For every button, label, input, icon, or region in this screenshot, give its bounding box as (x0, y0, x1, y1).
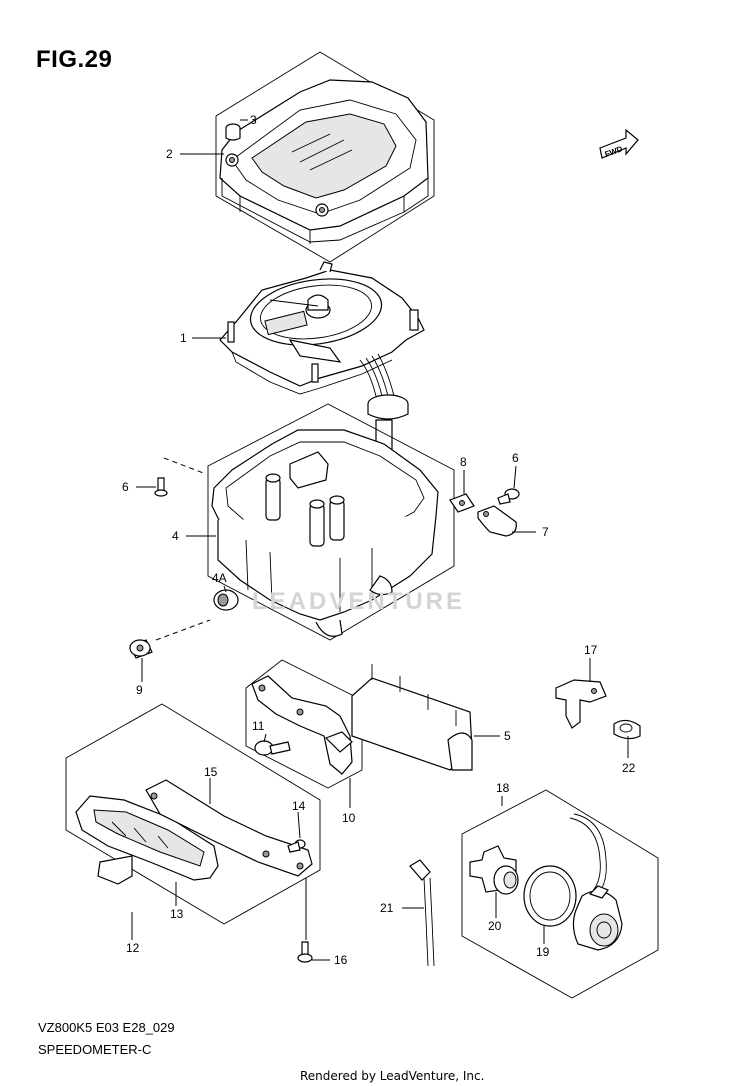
indicator-bracket-part (145, 779, 313, 877)
cover-group-box (215, 51, 435, 263)
callout-9: 8 (460, 455, 467, 469)
grommet-part (225, 123, 241, 141)
clamp-bracket-18-part (555, 679, 607, 729)
callout-8: 7 (542, 525, 549, 539)
screw-12-part (254, 740, 291, 756)
callout-16: 15 (204, 765, 218, 779)
holder-21-part (469, 845, 519, 895)
indicator-lens-part (75, 795, 219, 885)
callout-23: 22 (622, 761, 636, 775)
callout-15: 14 (292, 799, 306, 813)
meter-cover-part (219, 79, 429, 244)
case-cushion-part (213, 589, 239, 611)
screw-7-part (497, 488, 520, 505)
callout-17: 16 (334, 953, 348, 967)
socket-19-part (569, 813, 623, 951)
callout-13: 12 (126, 941, 140, 955)
callout-18: 17 (584, 643, 598, 657)
bolt-10-part (129, 619, 211, 659)
callout-14: 13 (170, 907, 184, 921)
plate-9-part (449, 493, 475, 513)
screw-17-part (297, 941, 313, 963)
clamp-23-part (613, 719, 641, 740)
callout-4a: 4A (212, 571, 227, 585)
callout-6: 6 (122, 480, 129, 494)
bracket-11-part (245, 659, 363, 789)
callout-19: 18 (496, 781, 510, 795)
lamp-group-box (65, 703, 321, 925)
screw-15-part (287, 839, 306, 853)
speedometer-unit-part (219, 261, 425, 395)
cover-plate-5-part (351, 664, 473, 771)
callout-10: 9 (136, 683, 143, 697)
callout-5: 5 (504, 729, 511, 743)
fwd-arrow-icon: FWD (599, 128, 639, 159)
callout-12: 11 (252, 719, 265, 733)
callout-1: 1 (180, 331, 187, 345)
callout-7: 6 (512, 451, 519, 465)
model-code: VZ800K5 E03 E28_029 (38, 1020, 175, 1035)
render-credit: Rendered by LeadVenture, Inc. (300, 1069, 485, 1083)
screw-6-part (154, 457, 207, 497)
fig-title: FIG.29 (36, 46, 113, 73)
socket-group-box (461, 789, 659, 999)
packing-20-part (523, 865, 577, 927)
clamp-8-part (477, 505, 517, 537)
callout-11: 10 (342, 811, 356, 825)
callout-22: 21 (380, 901, 394, 915)
section-name: SPEEDOMETER-C (38, 1042, 152, 1057)
callout-21: 20 (488, 919, 502, 933)
case-group-box (207, 403, 455, 641)
callout-20: 19 (536, 945, 550, 959)
meter-case-part (211, 429, 439, 637)
watermark: LEADVENTURE (252, 588, 466, 615)
callout-4: 4 (172, 529, 179, 543)
callout-3: 3 (250, 113, 257, 127)
callout-2: 2 (166, 147, 173, 161)
cable-tie-22-part (409, 859, 435, 967)
